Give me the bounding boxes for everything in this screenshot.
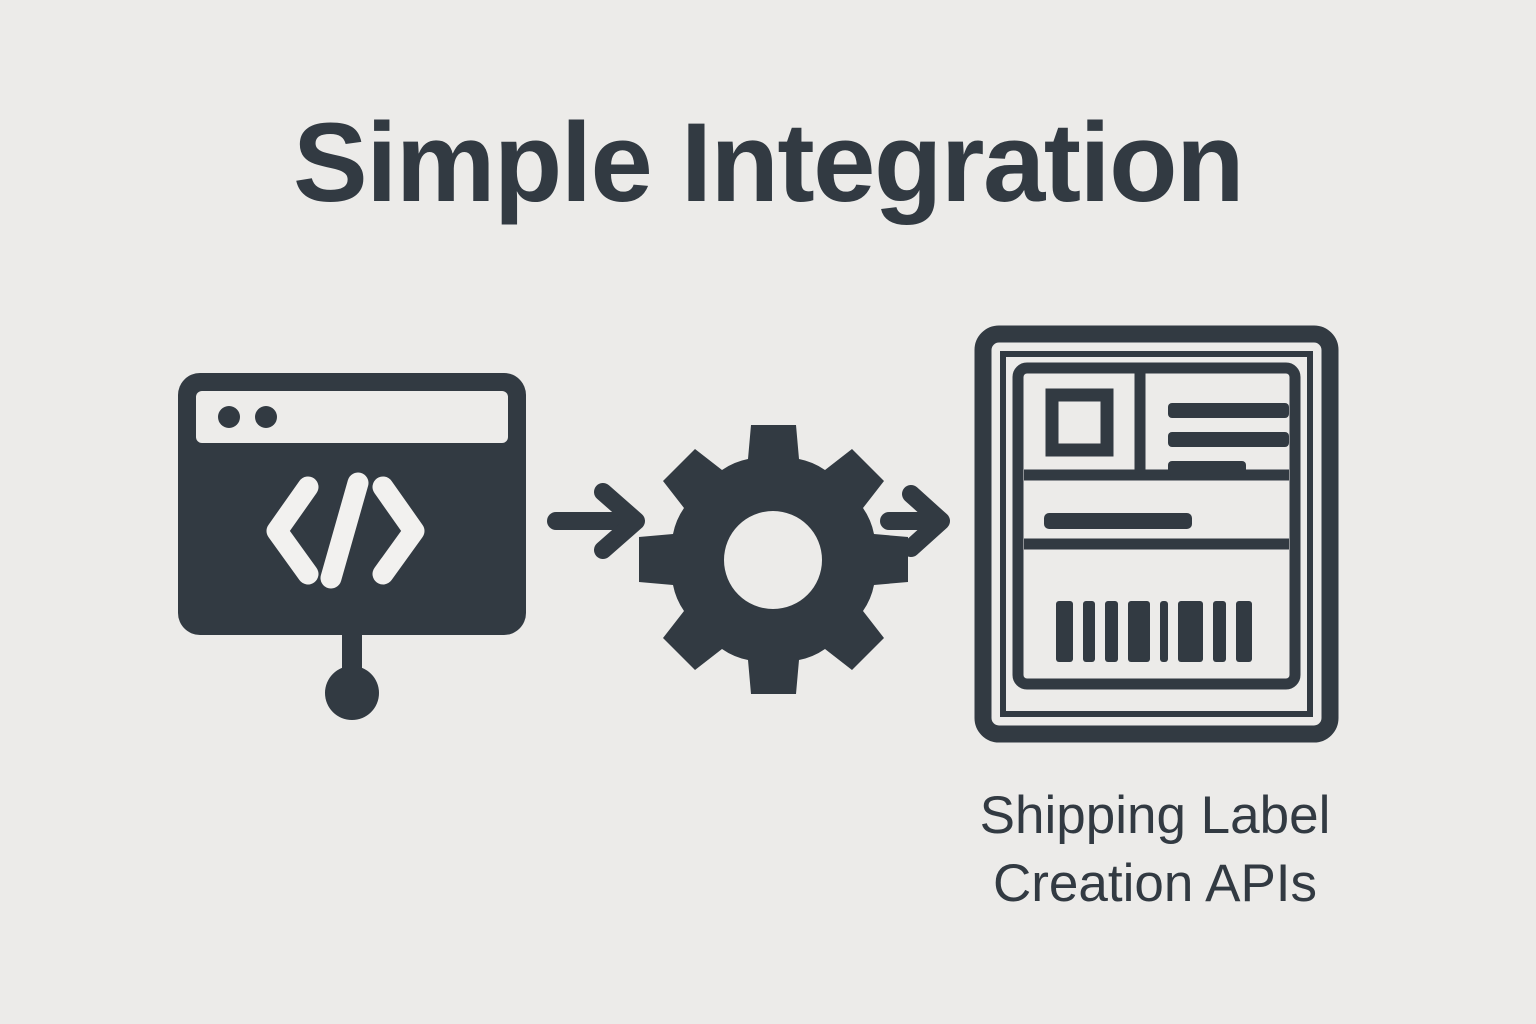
barcode-bar bbox=[1160, 601, 1168, 662]
barcode-bar bbox=[1178, 601, 1203, 662]
caption-line-1: Shipping Label bbox=[979, 786, 1331, 845]
code-window-titlebar bbox=[196, 391, 508, 443]
arrow-right-icon bbox=[547, 483, 645, 559]
label-address-line bbox=[1168, 461, 1246, 476]
barcode-bar bbox=[1083, 601, 1095, 662]
code-window-icon bbox=[178, 373, 526, 720]
label-address-line bbox=[1168, 403, 1289, 418]
gear-icon bbox=[639, 425, 908, 694]
barcode-bar bbox=[1213, 601, 1226, 662]
shipping-label-icon bbox=[974, 325, 1339, 743]
label-logo-box-icon bbox=[1045, 388, 1114, 457]
caption-line-2: Creation APIs bbox=[992, 853, 1318, 913]
label-outer-frame bbox=[974, 325, 1339, 743]
barcode-bar bbox=[1105, 601, 1118, 662]
page-title: Simple Integration bbox=[293, 100, 1245, 225]
barcode-bar bbox=[1056, 601, 1073, 662]
label-address-line bbox=[1168, 432, 1289, 447]
label-reference-line bbox=[1044, 513, 1192, 529]
label-inner-frame bbox=[1000, 351, 1313, 717]
connector-node-icon bbox=[325, 666, 379, 720]
barcode-bar bbox=[1128, 601, 1150, 662]
label-content-block bbox=[1012, 362, 1301, 690]
barcode-bar bbox=[1236, 601, 1252, 662]
arrow-right-icon bbox=[880, 485, 950, 557]
code-glyph-icon bbox=[266, 472, 425, 589]
label-barcode-icon bbox=[1056, 601, 1252, 662]
shipping-label-caption: Shipping Label Creation APIs bbox=[870, 782, 1440, 918]
titlebar-dot-icon bbox=[255, 406, 277, 428]
titlebar-dot-icon bbox=[218, 406, 240, 428]
